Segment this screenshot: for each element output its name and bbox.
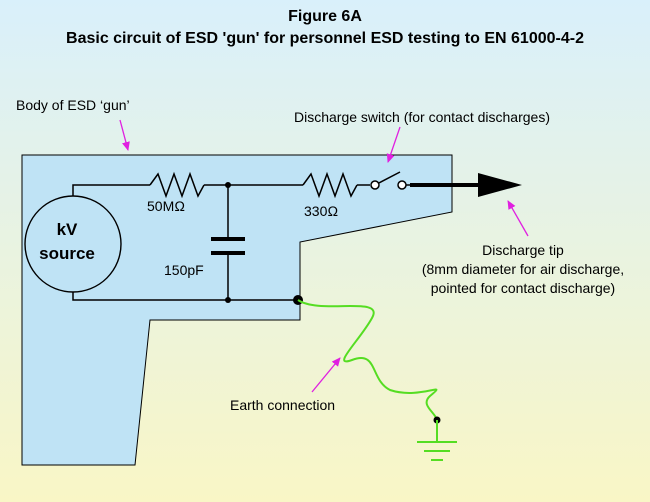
figure-title: Figure 6A — [288, 8, 362, 25]
callout-arrows — [119, 119, 529, 393]
switch-contact-left — [370, 180, 380, 190]
ground-symbol — [417, 420, 457, 461]
tip-callout-arrow — [507, 200, 529, 237]
body-label: Body of ESD ‘gun’ — [16, 97, 130, 113]
kv-source-line1: kV — [56, 220, 78, 239]
earth-callout-arrow — [311, 357, 341, 393]
resistor-50m-label: 50MΩ — [147, 198, 185, 214]
earth-connection-label: Earth connection — [230, 397, 336, 413]
earth-wire — [297, 299, 438, 421]
kv-source-line2: source — [39, 244, 95, 263]
junction-dot-bottom — [225, 297, 231, 303]
capacitor-label: 150pF — [164, 262, 204, 278]
kv-source-label: kV source — [26, 218, 108, 266]
figure-subtitle: Basic circuit of ESD 'gun' for personnel… — [66, 30, 584, 47]
switch-label: Discharge switch (for contact discharges… — [294, 109, 550, 125]
discharge-tip-arrow — [478, 173, 522, 197]
gun-body — [21, 154, 453, 466]
discharge-tip-line1: Discharge tip — [482, 242, 564, 258]
switch-contact-right — [397, 180, 407, 190]
switch-callout-arrow — [386, 126, 401, 163]
discharge-tip-line2: (8mm diameter for air discharge, — [421, 261, 625, 277]
capacitor-150pf — [211, 185, 245, 300]
resistor-330-label: 330Ω — [304, 203, 339, 219]
discharge-tip-line3: pointed for contact discharge) — [430, 280, 616, 296]
body-callout-arrow — [119, 119, 130, 151]
resistor-50m — [149, 171, 205, 199]
bottom-wire — [72, 292, 298, 301]
resistor-330 — [302, 171, 358, 199]
discharge-tip-label: Discharge tip (8mm diameter for air disc… — [395, 241, 650, 298]
